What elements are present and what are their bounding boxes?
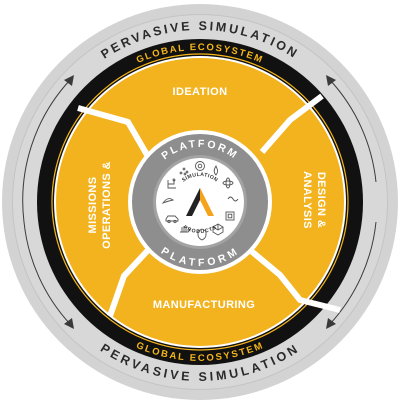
chip-icon: [225, 211, 235, 221]
svg-text:DESIGN &: DESIGN &: [315, 172, 327, 228]
arrowheads: [64, 75, 336, 329]
segment-dividers: [77, 93, 341, 317]
flame-icon: [213, 164, 219, 176]
scatter-icon: [179, 167, 189, 176]
hand-icon: [180, 226, 191, 233]
car-icon: [165, 215, 179, 224]
atom-icon: [222, 177, 234, 189]
ecosystem-ring-accent-line: [51, 53, 349, 351]
svg-text:OPERATIONS &: OPERATIONS &: [101, 161, 113, 249]
core-circle: [156, 158, 244, 246]
gear-icon: [195, 161, 205, 171]
wing-icon: [161, 198, 175, 204]
segment-ideation-label: IDEATION: [173, 86, 228, 98]
svg-text:ANALYSIS: ANALYSIS: [301, 171, 313, 229]
svg-text:MISSIONS: MISSIONS: [87, 177, 99, 234]
core-top-label: SIMULATION: [181, 172, 219, 184]
outer-ring-arrows: [22, 79, 377, 325]
wave-icon: [227, 196, 239, 202]
product-icons: [161, 161, 239, 241]
cube-icon: [212, 223, 224, 236]
shield-icon: [197, 228, 207, 241]
segment-manufacturing-label: MANUFACTURING: [153, 299, 255, 311]
segment-design-analysis-label: DESIGN & ANALYSIS: [301, 171, 327, 229]
logo-a-icon: [186, 188, 214, 216]
circuit-icon: [167, 178, 176, 189]
segment-missions-operations-label: MISSIONS OPERATIONS &: [87, 161, 113, 249]
core-bottom-label: PRODUCTS: [182, 225, 218, 236]
